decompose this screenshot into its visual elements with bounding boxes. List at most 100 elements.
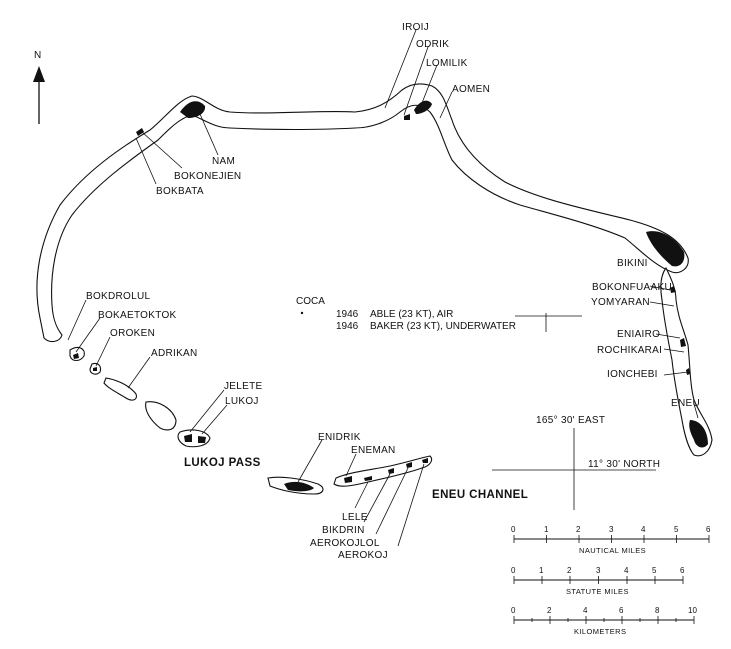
label-bokbata: BOKBATA: [156, 186, 204, 197]
leader-lomilik: [419, 64, 438, 109]
north-label: N: [34, 50, 42, 61]
label-bikini: BIKINI: [617, 258, 648, 269]
label-oroken: OROKEN: [110, 328, 155, 339]
statute-tick-5: 5: [652, 566, 657, 575]
nautical-tick-2: 2: [576, 525, 581, 534]
island-ionchebi: [686, 368, 690, 375]
statute-tick-6: 6: [680, 566, 685, 575]
island-bikdrin: [388, 468, 394, 474]
label-bokdrolul: BOKDROLUL: [86, 291, 151, 302]
leader-bokonejien: [141, 131, 183, 169]
leader-bikdrin: [363, 473, 391, 523]
island-nam: [180, 101, 206, 118]
statute-tick-1: 1: [539, 566, 544, 575]
leader-bokonfuaaku: [649, 285, 671, 291]
pass-labels: LUKOJ PASS ENEU CHANNEL: [184, 457, 528, 501]
island-enidrik: [284, 481, 314, 492]
north-arrow: N: [33, 50, 45, 124]
island-labels: IROIJ ODRIK LOMILIK AOMEN NAM BOKONEJIEN…: [86, 22, 700, 561]
island-lele: [364, 476, 372, 481]
label-lukoj-pass: LUKOJ PASS: [184, 457, 261, 469]
island-bokonfuaaku: [670, 286, 676, 293]
label-bokaetoktok: BOKAETOKTOK: [98, 310, 177, 321]
label-eneu: ENEU: [671, 398, 700, 409]
label-yomyaran: YOMYARAN: [591, 297, 650, 308]
island-eniairo: [680, 338, 686, 347]
test-notes: COCA 1946 ABLE (23 KT), AIR 1946 BAKER (…: [296, 296, 516, 332]
leader-aerokojlol: [375, 467, 409, 535]
island-odrik: [404, 114, 410, 120]
leader-aomen: [439, 91, 453, 119]
label-bokonfuaaku: BOKONFUAAKU: [592, 282, 672, 293]
label-lukoj: LUKOJ: [225, 396, 259, 407]
island-bokonejien: [136, 128, 144, 136]
leader-jelete: [189, 389, 225, 433]
statute-tick-4: 4: [624, 566, 629, 575]
statute-scale-name: STATUTE MILES: [566, 587, 629, 596]
label-latitude: 11° 30' NORTH: [588, 459, 660, 470]
label-lomilik: LOMILIK: [426, 58, 468, 69]
leader-lines: [67, 29, 699, 547]
nautical-tick-1: 1: [544, 525, 549, 534]
leader-aerokoj: [397, 463, 425, 547]
label-lele: LELE: [342, 512, 368, 523]
label-enidrik: ENIDRIK: [318, 432, 361, 443]
label-rochikarai: ROCHIKARAI: [597, 345, 662, 356]
reef-north: [36, 83, 689, 343]
graticule: 165° 30' EAST 11° 30' NORTH: [492, 415, 660, 510]
leader-enidrik: [297, 439, 323, 483]
km-scale-name: KILOMETERS: [574, 627, 626, 636]
leader-eneman: [345, 453, 357, 477]
label-aerokojlol: AEROKOJLOL: [310, 538, 380, 549]
label-bokonejien: BOKONEJIEN: [174, 171, 241, 182]
able-text: ABLE (23 KT), AIR: [370, 309, 453, 320]
km-tick-4: 4: [583, 606, 588, 615]
label-eneu-channel: ENEU CHANNEL: [432, 489, 528, 501]
nautical-scale-name: NAUTICAL MILES: [579, 546, 646, 555]
coca-point: [300, 311, 304, 315]
leader-lele: [354, 481, 369, 509]
leader-bokdrolul: [67, 299, 87, 341]
leader-bokaetoktok: [75, 317, 101, 353]
statute-tick-2: 2: [567, 566, 572, 575]
label-longitude: 165° 30' EAST: [536, 415, 605, 426]
nautical-tick-0: 0: [511, 525, 516, 534]
nautical-tick-5: 5: [674, 525, 679, 534]
label-coca: COCA: [296, 296, 325, 307]
island-lomilik: [414, 100, 432, 114]
label-adrikan: ADRIKAN: [151, 348, 198, 359]
label-eniairo: ENIAIRO: [617, 329, 660, 340]
leader-eneu: [693, 403, 699, 419]
leader-bokbata: [135, 137, 157, 185]
leader-ionchebi: [663, 371, 689, 376]
label-jelete: JELETE: [224, 381, 263, 392]
leader-eniairo: [655, 333, 681, 339]
label-nam: NAM: [212, 156, 235, 167]
island-aerokoj: [422, 458, 428, 463]
scale-nautical: 0 1 2 3 4 5 6 NAUTICAL MILES: [511, 525, 711, 555]
island-aerokojlol: [406, 462, 412, 468]
leader-iroij: [384, 29, 417, 109]
label-aomen: AOMEN: [452, 84, 490, 95]
leader-nam: [199, 113, 219, 156]
island-oroken: [93, 367, 97, 371]
island-eneman: [344, 476, 352, 483]
baker-year: 1946: [336, 321, 359, 332]
island-bikini: [646, 231, 685, 267]
islands-land: [73, 100, 708, 492]
baker-text: BAKER (23 KT), UNDERWATER: [370, 321, 516, 332]
able-year: 1946: [336, 309, 359, 320]
km-tick-8: 8: [655, 606, 660, 615]
north-arrow-icon: [33, 66, 45, 82]
leader-oroken: [95, 336, 111, 367]
nautical-tick-3: 3: [609, 525, 614, 534]
leader-odrik: [403, 46, 429, 116]
reef-eneman-chain: [333, 455, 433, 487]
statute-tick-3: 3: [596, 566, 601, 575]
island-jelete: [184, 434, 192, 442]
km-tick-10: 10: [688, 606, 697, 615]
label-iroij: IROIJ: [402, 22, 429, 33]
leader-yomyaran: [649, 301, 675, 307]
